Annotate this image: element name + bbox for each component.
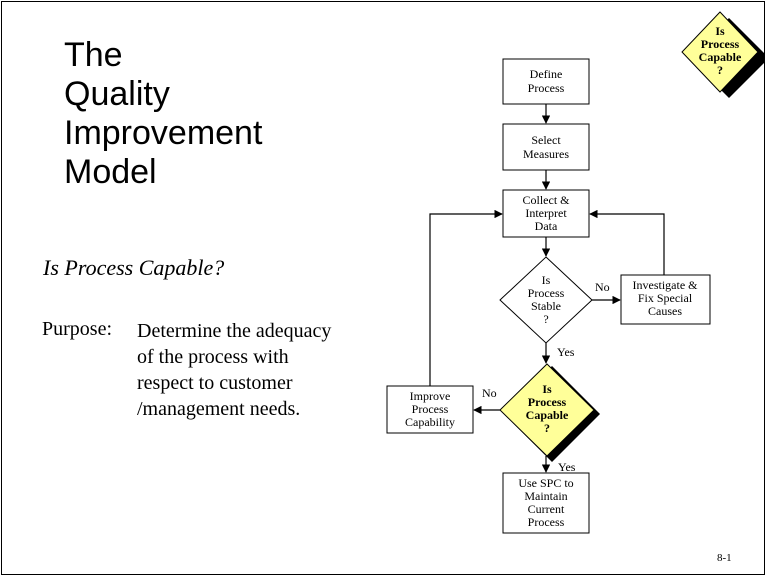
node-label: Process <box>528 515 565 529</box>
arrow-improve-to-collect <box>429 209 503 386</box>
node-label: Investigate & <box>633 278 699 292</box>
slide-title: The Quality Improvement Model <box>64 36 394 192</box>
node-label: Maintain <box>524 489 567 503</box>
collect-data-box: Collect & Interpret Data <box>502 189 590 238</box>
corner-badge-text: Process <box>701 37 740 51</box>
title-line: Model <box>64 153 157 191</box>
node-label: Fix Special <box>638 291 693 305</box>
title-line: The <box>64 36 123 74</box>
node-label: Process <box>528 81 565 95</box>
connectors <box>429 104 665 473</box>
section-subtitle: Is Process Capable? <box>43 255 225 280</box>
select-measures-box: Select Measures <box>502 123 590 171</box>
corner-badge-text: Capable <box>699 50 742 64</box>
node-label: Capable <box>526 408 569 422</box>
corner-badge: Is Process Capable ? <box>681 11 764 98</box>
node-label: Define <box>530 67 563 81</box>
node-label: Process <box>412 402 449 416</box>
corner-badge-text: Is <box>715 24 725 38</box>
node-label: Interpret <box>525 206 567 220</box>
node-label: Process <box>528 286 565 300</box>
node-label: Causes <box>648 304 682 318</box>
improve-box: Improve Process Capability <box>386 385 474 434</box>
purpose-line: Determine the adequacy <box>137 320 332 342</box>
define-process-box: Define Process <box>502 58 590 105</box>
node-label: Capability <box>405 415 455 429</box>
node-label: ? <box>543 312 548 326</box>
node-label: Use SPC to <box>518 476 573 490</box>
arrow-investigate-to-collect <box>589 209 665 275</box>
purpose-label: Purpose: <box>42 318 112 340</box>
purpose-text: Determine the adequacy of the process wi… <box>137 318 397 422</box>
capable-decision: Is Process Capable ? <box>499 363 600 462</box>
investigate-box: Investigate & Fix Special Causes <box>620 274 711 325</box>
node-label: Collect & <box>523 193 571 207</box>
node-label: Process <box>528 395 567 409</box>
node-label: Current <box>528 502 565 516</box>
purpose-line: respect to customer <box>137 372 293 394</box>
node-label: Stable <box>531 299 561 313</box>
node-label: ? <box>544 421 550 435</box>
node-label: Improve <box>410 389 451 403</box>
node-label: Data <box>535 219 558 233</box>
branch-label-no: No <box>482 386 497 400</box>
node-label: Is <box>542 382 552 396</box>
title-line: Quality <box>64 75 170 113</box>
purpose-line: of the process with <box>137 346 289 368</box>
branch-label-yes: Yes <box>558 460 576 474</box>
node-label: Is <box>542 273 551 287</box>
branch-label-yes: Yes <box>557 345 575 359</box>
branch-label-no: No <box>595 280 610 294</box>
corner-badge-text: ? <box>717 63 723 77</box>
stable-decision: Is Process Stable ? <box>499 256 593 344</box>
page-number: 8-1 <box>717 552 732 564</box>
title-line: Improvement <box>64 114 263 152</box>
corner-badge-diamond <box>681 11 759 93</box>
node-label: Measures <box>523 147 569 161</box>
node-label: Select <box>531 133 561 147</box>
use-spc-box: Use SPC to Maintain Current Process <box>502 472 590 534</box>
purpose-line: /management needs. <box>137 398 301 420</box>
